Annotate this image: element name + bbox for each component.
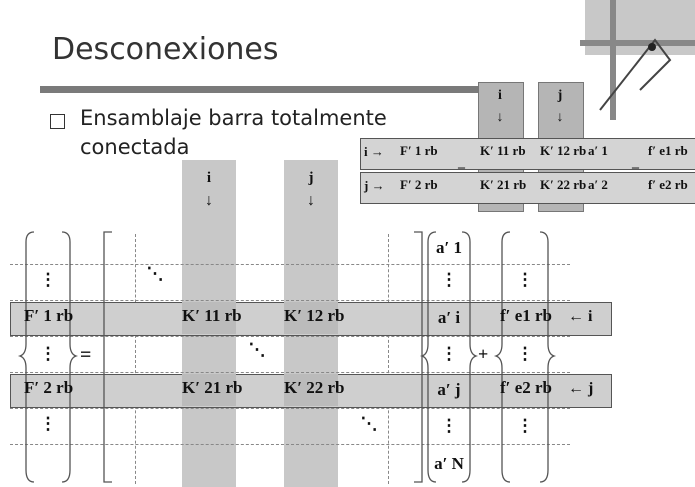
K11: K′ 11 rb	[182, 306, 242, 325]
fe1-small: f′ e1 rb	[648, 143, 688, 158]
down-arrow-icon: ↓	[205, 192, 213, 209]
corner-decoration	[580, 0, 695, 120]
F2-small: F′ 2 rb	[400, 177, 438, 192]
K21: K′ 21 rb	[182, 378, 243, 397]
slide-title: Desconexiones	[52, 32, 279, 67]
bullet-square-icon	[50, 114, 65, 129]
F2: F′ 2 rb	[24, 378, 74, 397]
left-arrow-j: ← j	[568, 380, 594, 397]
down-arrow-icon: ↓	[307, 192, 315, 209]
fe1: f′ e1 rb	[500, 306, 552, 325]
arrow-i-label: i →	[364, 144, 384, 159]
aj: a′ j	[437, 380, 461, 399]
element-equation: i j ↓ ↓ i → j → F′ 1 rb F′ 2 rb – K′ 11 …	[360, 82, 695, 212]
row-band-i-small	[360, 138, 695, 170]
minus-sign: –	[458, 160, 465, 175]
label-i-small: i	[498, 88, 502, 103]
vdots: ⋮	[440, 416, 458, 435]
assembled-equation: i j ↓ ↓ ⋮ F′ 1 rb ⋮ F′ 2 rb ⋮ = ⋱ K′ 11 …	[0, 160, 695, 487]
matrix-brackets	[17, 231, 557, 483]
label-j: j	[308, 170, 314, 186]
left-arrow-i: ← i	[568, 308, 593, 325]
title-rule	[40, 86, 520, 93]
fe2-small: f′ e2 rb	[648, 177, 688, 192]
F1: F′ 1 rb	[24, 306, 74, 325]
down-arrow-icon: ↓	[556, 110, 564, 125]
fe2: f′ e2 rb	[500, 378, 552, 397]
equals-sign: =	[80, 344, 92, 366]
K12: K′ 12 rb	[284, 306, 345, 325]
minus-sign: –	[632, 160, 639, 175]
vdots: ⋮	[516, 344, 534, 363]
ddots: ⋱	[248, 340, 266, 359]
label-i: i	[206, 170, 212, 186]
vdots: ⋮	[39, 414, 57, 433]
vdots: ⋮	[516, 270, 534, 289]
K11-small: K′ 11 rb	[480, 143, 526, 158]
K22: K′ 22 rb	[284, 378, 345, 397]
ddots: ⋱	[360, 414, 378, 433]
arrow-j-label: j →	[364, 178, 385, 193]
vdots: ⋮	[39, 344, 57, 363]
K21-small: K′ 21 rb	[480, 177, 527, 192]
label-j-small: j	[557, 88, 563, 103]
a2-small: a′ 2	[588, 177, 608, 192]
bullet-text: Ensamblaje barra totalmente conectada	[80, 106, 387, 159]
K12-small: K′ 12 rb	[540, 143, 587, 158]
plus-sign: +	[478, 344, 489, 364]
K22-small: K′ 22 rb	[540, 177, 587, 192]
down-arrow-icon: ↓	[496, 110, 504, 125]
a1-small: a′ 1	[588, 143, 608, 158]
ai: a′ i	[437, 308, 461, 327]
F1-small: F′ 1 rb	[400, 143, 438, 158]
vdots: ⋮	[39, 270, 57, 289]
vdots: ⋮	[516, 416, 534, 435]
aN: a′ N	[434, 454, 464, 473]
vdots: ⋮	[440, 344, 458, 363]
row-band-j-small	[360, 172, 695, 204]
vdots: ⋮	[440, 270, 458, 289]
a1: a′ 1	[435, 238, 463, 257]
ddots: ⋱	[146, 264, 164, 283]
